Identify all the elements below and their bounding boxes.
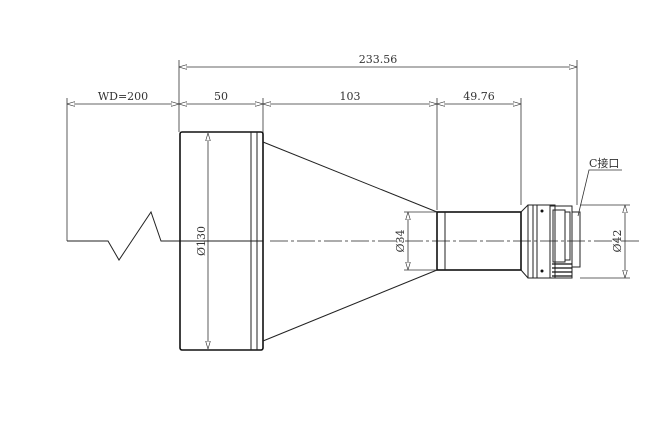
c-mount <box>527 204 581 279</box>
front-barrel <box>179 131 264 351</box>
working-distance-break-line <box>67 210 263 261</box>
mount-diameter-dimension: Ø42 <box>580 204 630 279</box>
total-length-dimension: 233.56 <box>179 53 577 67</box>
front-length-label: 50 <box>214 90 228 103</box>
tube-diameter-label: Ø34 <box>394 229 407 252</box>
mount-diameter-label: Ø42 <box>611 229 624 252</box>
total-length-label: 233.56 <box>359 53 398 66</box>
wd-label: WD=200 <box>98 90 148 103</box>
front-diameter-label: Ø130 <box>195 226 208 256</box>
segment-dimensions: WD=200 50 103 49.76 <box>67 90 521 104</box>
rear-length-label: 49.76 <box>463 90 495 103</box>
c-mount-callout-label: C接口 <box>589 157 619 170</box>
tube-diameter-dimension: Ø34 <box>394 211 437 271</box>
cone-length-label: 103 <box>340 90 361 103</box>
c-mount-callout: C接口 <box>577 157 622 217</box>
front-diameter-dimension: Ø130 <box>195 133 208 349</box>
cone-body <box>262 141 438 342</box>
extension-lines <box>66 60 578 241</box>
